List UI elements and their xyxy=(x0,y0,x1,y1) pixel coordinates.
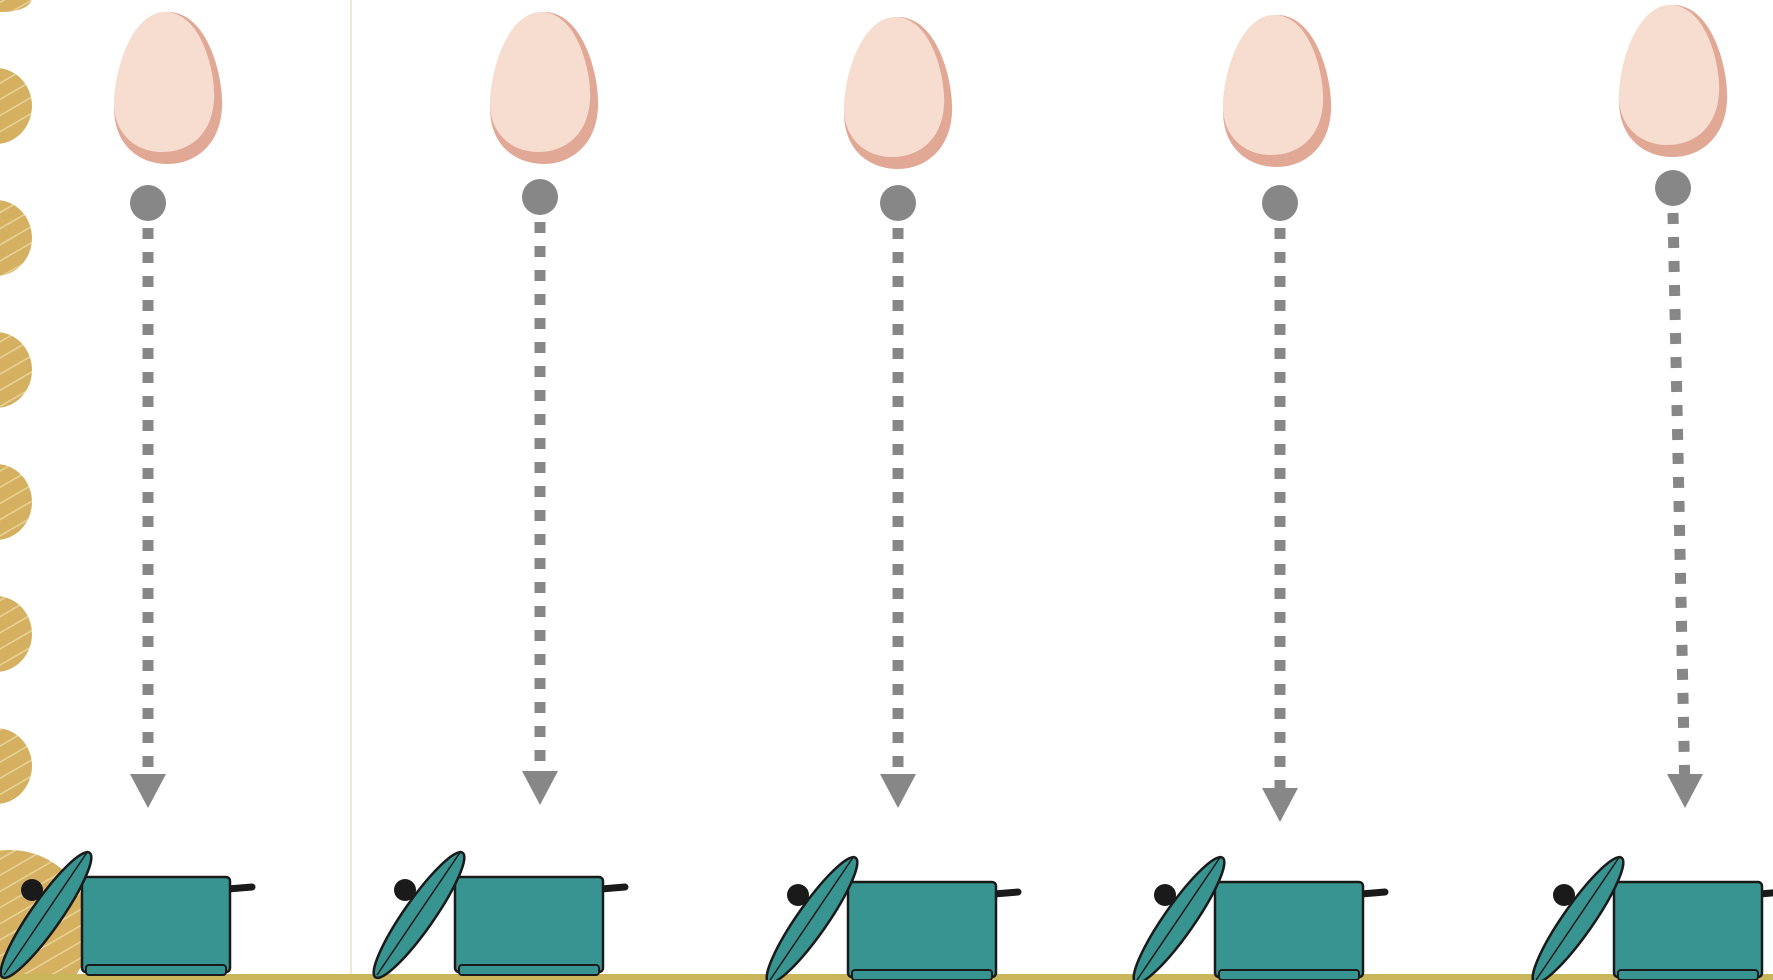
pot-body xyxy=(453,875,605,974)
egg-icon[interactable] xyxy=(1619,5,1728,157)
arrow-start-dot xyxy=(880,185,916,221)
decorative-sidebar xyxy=(0,0,90,980)
arrow-start-dot xyxy=(522,179,558,215)
column-3 xyxy=(756,17,1022,980)
pot-base xyxy=(85,964,227,976)
lid-rim-line xyxy=(1136,855,1222,980)
arrow-head xyxy=(522,771,558,805)
arrow-start-dot xyxy=(130,185,166,221)
pot-icon[interactable] xyxy=(1522,849,1773,980)
pot-handle xyxy=(1357,888,1389,898)
pot-icon[interactable] xyxy=(0,844,256,980)
lid-knob xyxy=(1154,884,1176,906)
drop-arrow[interactable] xyxy=(522,179,558,805)
pot-body xyxy=(846,880,998,979)
pot-handle xyxy=(1756,889,1773,898)
arrow-dashed-line xyxy=(1667,212,1691,795)
pot-body xyxy=(1612,880,1764,979)
lid-knob xyxy=(21,879,43,901)
column-4 xyxy=(1123,15,1389,980)
pot-body xyxy=(80,875,232,974)
egg-icon[interactable] xyxy=(114,12,223,164)
egg-icon[interactable] xyxy=(490,12,599,164)
pot-handle xyxy=(224,883,256,893)
arrow-head xyxy=(880,774,916,808)
pot-icon[interactable] xyxy=(1123,849,1389,980)
pot-icon[interactable] xyxy=(756,849,1022,980)
lid-knob xyxy=(1553,884,1575,906)
column-1 xyxy=(0,12,256,980)
arrow-head xyxy=(1262,788,1298,822)
pot-base xyxy=(458,964,600,976)
lid-rim-line xyxy=(376,850,462,976)
drop-arrow[interactable] xyxy=(130,185,166,808)
egg-icon[interactable] xyxy=(1223,15,1332,167)
arrow-start-dot xyxy=(1655,170,1691,206)
pot-base xyxy=(1617,969,1759,980)
pot-body xyxy=(1213,880,1365,979)
arrow-head xyxy=(130,774,166,808)
pot-base xyxy=(851,969,993,980)
lid-rim-line xyxy=(1535,855,1621,980)
drop-arrow[interactable] xyxy=(1262,185,1298,822)
egg-icon[interactable] xyxy=(844,17,953,169)
drop-arrow[interactable] xyxy=(1655,170,1703,808)
pot-handle xyxy=(990,888,1022,898)
pot-icon[interactable] xyxy=(363,844,629,980)
column-5 xyxy=(1522,5,1773,980)
column-2 xyxy=(363,12,629,980)
egg-pot-columns xyxy=(0,5,1773,980)
arrow-start-dot xyxy=(1262,185,1298,221)
drop-arrow[interactable] xyxy=(880,185,916,808)
lid-rim-line xyxy=(769,855,855,980)
pot-handle xyxy=(597,883,629,893)
lid-knob xyxy=(787,884,809,906)
lid-knob xyxy=(394,879,416,901)
arrow-head xyxy=(1667,774,1703,808)
lid-rim-line xyxy=(3,850,89,976)
pot-base xyxy=(1218,969,1360,980)
